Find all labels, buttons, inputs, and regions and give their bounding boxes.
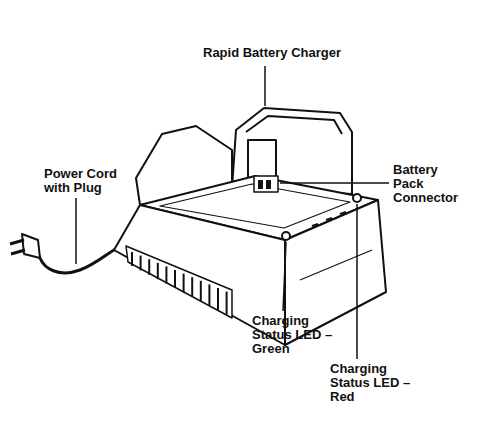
grill-stripe (174, 270, 176, 288)
led-red (353, 194, 361, 202)
title-label: Rapid Battery Charger (192, 46, 352, 60)
grill-stripe (157, 263, 159, 279)
grill-stripe (226, 292, 228, 315)
grill-stripe (191, 277, 193, 297)
part-label: Battery Pack Connector (393, 163, 469, 205)
led-green (282, 232, 290, 240)
grill-stripe (200, 281, 202, 301)
grill-stripe (183, 274, 185, 293)
grill-stripe (140, 256, 142, 271)
grill-stripe (165, 266, 167, 283)
part-label: Charging Status LED – Green (252, 314, 342, 356)
grill-stripe (148, 259, 150, 275)
plug (10, 234, 40, 258)
grill-stripe (217, 288, 219, 310)
grill-stripe (131, 252, 133, 266)
vent-grill (126, 246, 232, 318)
leader-lines (76, 66, 389, 359)
part-label: Power Cord with Plug (44, 167, 128, 195)
battery-pack-connector (254, 176, 278, 192)
grill-stripe (208, 284, 210, 305)
part-label: Charging Status LED – Red (330, 362, 420, 404)
